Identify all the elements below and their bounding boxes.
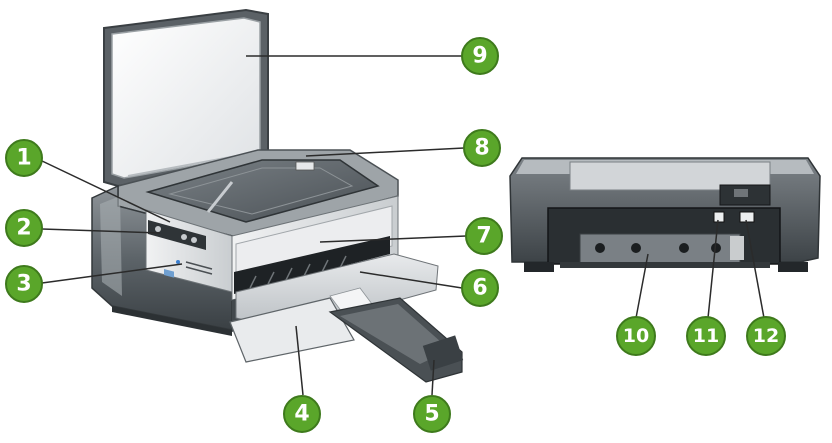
- callout-number: 11: [693, 325, 719, 347]
- callout-12: 12: [746, 316, 786, 356]
- front-printer: [91, 8, 464, 383]
- callout-5: 5: [413, 395, 451, 433]
- leader-line-2: [41, 228, 161, 234]
- leader-line-3: [41, 263, 183, 284]
- control-panel: [148, 220, 206, 278]
- rear-printer: [509, 157, 821, 272]
- tray-extender: [328, 297, 464, 383]
- callout-number: 4: [294, 402, 309, 427]
- leader-line-11: [707, 219, 719, 319]
- scanner-lid: [103, 8, 269, 188]
- rear-usb-port: [713, 211, 725, 223]
- callout-number: 7: [476, 224, 491, 249]
- callout-number: 9: [472, 44, 487, 69]
- power-connection: [739, 211, 755, 223]
- callout-number: 6: [472, 276, 487, 301]
- leader-line-6: [359, 271, 463, 289]
- leader-line-4: [295, 325, 304, 396]
- callouts: 1 2 3 4 5 6 7 8: [5, 37, 786, 433]
- callout-4: 4: [283, 395, 321, 433]
- callout-number: 1: [16, 146, 31, 171]
- callout-1: 1: [5, 139, 43, 177]
- leader-lines: [39, 55, 765, 396]
- callout-11: 11: [686, 316, 726, 356]
- paper-output-slot: [234, 236, 390, 294]
- leader-line-8: [305, 147, 465, 157]
- callout-10: 10: [616, 316, 656, 356]
- leader-line-1: [39, 159, 171, 223]
- callout-number: 10: [623, 325, 649, 347]
- leader-line-5: [431, 359, 435, 396]
- scanner-glass: [145, 159, 380, 223]
- callout-number: 8: [474, 136, 489, 161]
- callout-number: 12: [753, 325, 779, 347]
- callout-8: 8: [463, 129, 501, 167]
- callout-6: 6: [461, 269, 499, 307]
- callout-2: 2: [5, 209, 43, 247]
- leader-line-12: [745, 219, 765, 319]
- callout-9: 9: [461, 37, 499, 75]
- leader-line-7: [319, 235, 467, 243]
- callout-7: 7: [465, 217, 503, 255]
- callout-3: 3: [5, 265, 43, 303]
- memory-card-slots: [176, 260, 213, 275]
- callout-number: 2: [16, 216, 31, 241]
- callout-number: 5: [424, 402, 439, 427]
- leader-line-10: [635, 253, 649, 319]
- callout-number: 3: [16, 272, 31, 297]
- output-tray: [229, 297, 355, 363]
